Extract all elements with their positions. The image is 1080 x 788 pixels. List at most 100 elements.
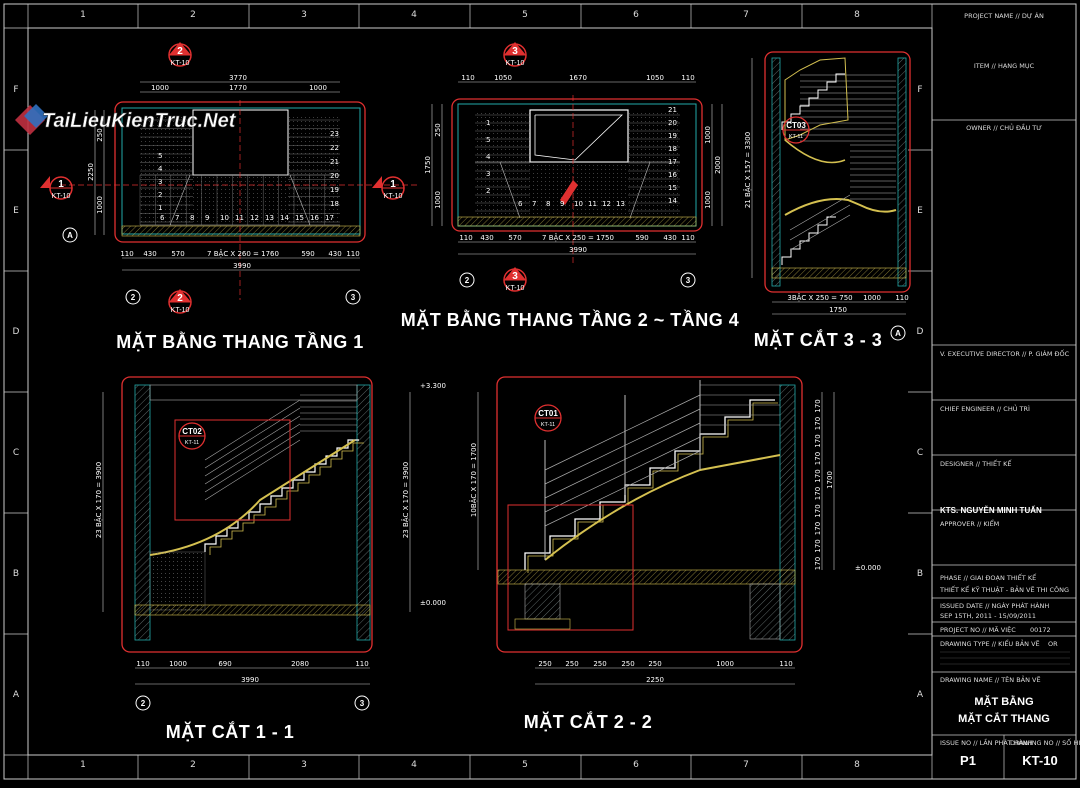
plan-1-view: 3770 1000 1770 1000 110 430 570 7 BẬC X … [40,42,420,352]
sec11-axis-3-label: 3 [360,699,365,708]
tb-approver: APPROVER // KIỂM [940,518,999,528]
plan1-cut-right-sheet: KT-10 [384,193,403,200]
step-number: 19 [668,132,677,140]
sec22-detail-callout[interactable]: CT01 KT-11 [507,404,634,631]
grid-col-label: 4 [411,760,417,770]
tb-director: V. EXECUTIVE DIRECTOR // P. GIÁM ĐỐC [940,348,1070,358]
sec11-detail-callout[interactable]: CT02 KT-11 [174,419,291,521]
grid-row-label: C [917,448,923,458]
sec33-dim-total: 1750 [829,306,847,314]
plan1-axis-3-label: 3 [351,293,356,302]
step-number: 16 [310,214,319,222]
step-number: 6 [160,214,165,222]
plan2-dim-b3: 7 BẬC X 250 = 1750 [542,233,614,242]
step-number: 23 [330,130,339,138]
plan2-dim-top-2: 1670 [569,74,587,82]
grid-col-label: 8 [854,10,860,20]
tb-drawing-no-label: DRAWING NO // SỐ HIỆU [1010,737,1080,747]
sec22-right-dim: 170 [814,539,822,552]
sec22-dim-b5: 1000 [716,660,734,668]
plan1-cut-bottom-sheet: KT-10 [171,307,190,314]
plan2-axis-3: 3 [680,272,696,288]
sec22-right-dim: 170 [814,522,822,535]
plan1-cut-bottom-num: 2 [177,293,183,304]
sec22-right-total: 1700 [826,471,834,489]
sec33-dim-b0: 3BẬC X 250 = 750 [787,293,852,302]
plan1-dim-b3: 7 BẬC X 260 = 1760 [207,249,279,258]
grid-row-label: E [917,206,923,216]
sec11-left-dim: 23 BẬC X 170 = 3900 [94,462,103,538]
sec11-axis-2: 2 [135,695,151,711]
sec11-axis-3: 3 [354,695,370,711]
step-number: 4 [486,153,491,161]
plan1-dim-b1: 430 [143,250,156,258]
plan2-dim-b6: 110 [681,234,694,242]
grid-row-label: B [917,569,923,579]
sec22-right-dim: 170 [814,434,822,447]
plan2-dim-total: 3990 [569,246,587,254]
plan1-cut-marker-bottom[interactable]: 2 KT-10 [168,289,192,314]
plan2-dim-right-a: 1000 [704,126,712,144]
sec22-dim-b6: 110 [779,660,792,668]
plan1-cut-top-num: 2 [177,46,183,57]
plan2-dim-top-3: 1050 [646,74,664,82]
sec33-dim-b1: 1000 [863,294,881,302]
plan2-axis-2-label: 2 [465,276,470,285]
step-number: 14 [280,214,289,222]
plan1-cut-left-sheet: KT-10 [52,193,71,200]
step-number: 17 [325,214,334,222]
tb-project-no-label: PROJECT NO // MÃ VIỆC [940,625,1016,634]
section-1-1-view: CT02 KT-11 +3.300 ±0.000 23 BẬC X 170 = … [94,376,446,742]
step-number: 3 [486,170,490,178]
plan1-cut-marker-left[interactable]: 1 KT-10 [40,176,73,200]
sec11-dim-total: 3990 [241,676,259,684]
plan1-dim-left-total: 2250 [87,163,95,181]
step-number: 13 [616,200,625,208]
sec11-dim-b2: 690 [218,660,231,668]
step-number: 7 [175,214,179,222]
grid-col-label: 4 [411,10,417,20]
sec22-detail-sheet: KT-11 [541,422,555,428]
plan1-cut-marker-right[interactable]: 1 KT-10 [372,176,405,200]
plan2-dim-b4: 590 [635,234,648,242]
watermark-text: TaiLieuKienTruc.Net [42,110,237,132]
plan2-cut-marker-bottom[interactable]: 3 KT-10 [503,267,527,292]
sec22-right-dim: 170 [814,399,822,412]
tb-phase-value: THIẾT KẾ KỸ THUẬT - BẢN VẼ THI CÔNG [939,584,1069,594]
sec11-title: MẶT CẮT 1 - 1 [166,721,295,742]
step-number: 21 [668,106,677,114]
sec11-dim-b0: 110 [136,660,149,668]
tb-issue-label: ISSUE NO // LẦN PHÁT HÀNH [940,737,1033,747]
grid-col-label: 5 [522,10,528,20]
step-number: 11 [588,200,597,208]
step-number: 12 [602,200,611,208]
sec33-detail-num: CT03 [786,121,806,130]
sec33-detail-callout[interactable]: CT03 KT-11 [782,116,810,144]
grid-col-label: 2 [190,760,196,770]
plan1-cut-marker-top[interactable]: 2 KT-10 [168,42,192,67]
sec33-axis-a-label: A [895,329,901,338]
grid-col-label: 8 [854,760,860,770]
sec33-title: MẶT CẮT 3 - 3 [754,329,883,350]
step-number: 22 [330,144,339,152]
grid-row-label: D [13,327,20,337]
plan1-dim-top-total: 3770 [229,74,247,82]
sec33-side-dim: 21 BẬC X 157 = 3300 [743,132,752,208]
plan1-dim-b2: 570 [171,250,184,258]
plan1-cut-top-sheet: KT-10 [171,60,190,67]
plan1-axis-a: A [62,227,78,243]
tb-chief: CHIEF ENGINEER // CHỦ TRÌ [940,403,1030,413]
plan2-cut-marker-top[interactable]: 3 KT-10 [503,42,527,67]
plan2-dim-b5: 430 [663,234,676,242]
plan1-cut-right-num: 1 [390,179,396,190]
sec11-level-top: +3.300 [420,382,446,390]
grid-row-label: B [13,569,19,579]
plan1-dim-b6: 110 [346,250,359,258]
step-number: 7 [532,200,536,208]
tb-item: ITEM // HẠNG MỤC [974,62,1035,70]
sec22-dim-b1: 250 [565,660,578,668]
grid-row-label: E [13,206,19,216]
grid-col-label: 1 [80,10,86,20]
